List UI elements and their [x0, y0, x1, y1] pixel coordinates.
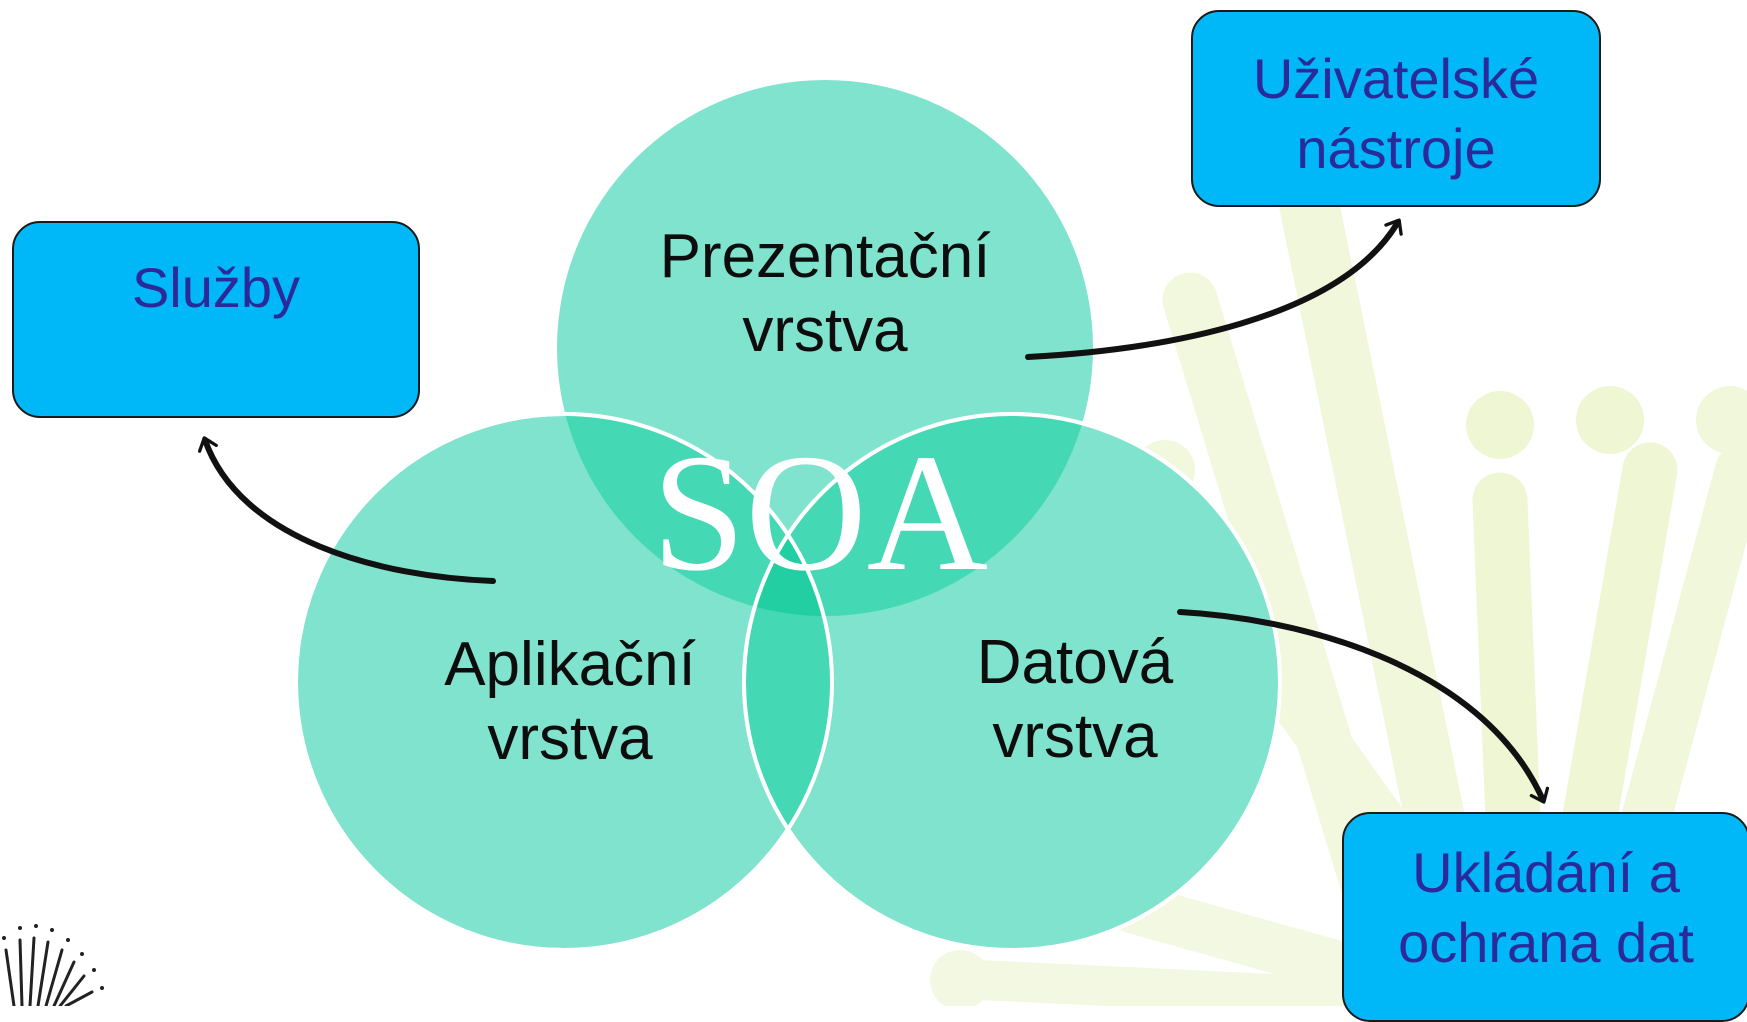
storage-box: Ukládání a ochrana dat	[1342, 812, 1747, 1022]
services-box: Služby	[12, 221, 420, 418]
overlap-application-presentation	[557, 414, 832, 616]
application-layer-label: Aplikační vrstva	[444, 630, 696, 773]
user-tools-label-line1: Uživatelské	[1252, 47, 1540, 110]
storage-label-line2: ochrana dat	[1398, 911, 1694, 974]
soa-center-label: SOA	[651, 420, 989, 606]
presentation-layer-label: Prezentační vrstva	[659, 222, 991, 365]
user-tools-label-line2: nástroje	[1296, 117, 1496, 180]
overlap-data-presentation	[744, 414, 1093, 616]
user-tools-box: Uživatelské nástroje	[1191, 10, 1601, 207]
arrow-to-storage	[1177, 609, 1550, 804]
venn-circles	[294, 80, 1282, 952]
arrow-to-user-tools	[1025, 218, 1403, 360]
services-label: Služby	[131, 256, 301, 319]
arrow-to-services	[197, 436, 496, 584]
connector-arrows	[197, 218, 1550, 804]
logo-icon	[2, 924, 104, 1006]
storage-label-line1: Ukládání a	[1412, 841, 1680, 904]
data-layer-label: Datová vrstva	[976, 628, 1174, 771]
